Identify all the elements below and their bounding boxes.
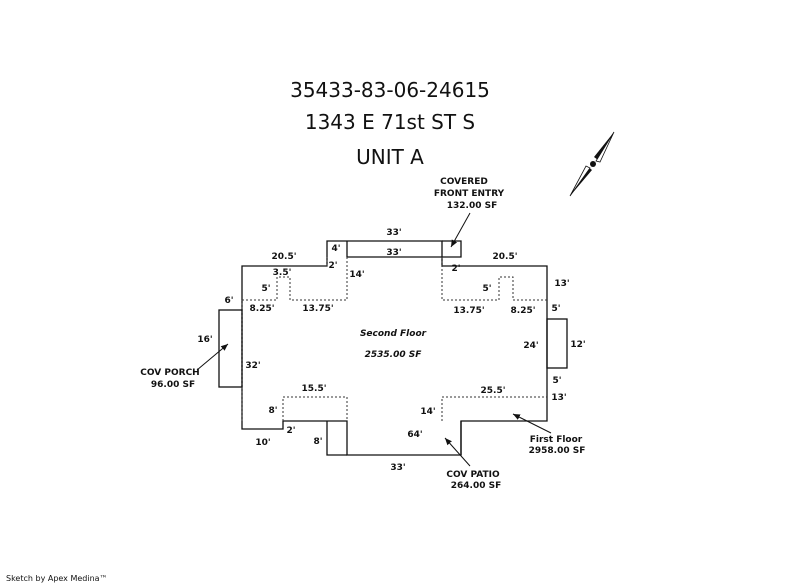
dim-8-25-left: 8.25' [250,304,275,314]
cov-patio-label: COV PATIO [446,470,500,480]
dim-8-left: 8' [268,406,277,416]
dim-6: 6' [224,296,233,306]
first-floor-area: 2958.00 SF [529,446,586,456]
dim-2-tl: 2' [328,261,337,271]
dim-8-25-right: 8.25' [511,306,536,316]
cov-patio-outline [326,421,462,456]
cov-porch-label: COV PORCH [140,368,199,378]
dim-5-right-bottom: 5' [552,376,561,386]
dim-33-bottom: 33' [390,463,405,473]
dim-8-patio: 8' [313,437,322,447]
dim-33-top: 33' [386,228,401,238]
cov-patio-area: 264.00 SF [451,481,502,491]
covered-entry-label-2: FRONT ENTRY [434,189,505,199]
sketch-credit: Sketch by Apex Medina™ [6,574,108,583]
dim-10: 10' [255,438,270,448]
dim-2-bl: 2' [286,426,295,436]
covered-front-entry-outline [346,240,462,258]
dim-64: 64' [407,430,422,440]
dim-14-tl: 14' [349,270,364,280]
dim-24: 24' [523,341,538,351]
address: 1343 E 71st ST S [304,110,476,134]
dim-33-inner: 33' [386,248,401,258]
parcel-id: 35433-83-06-24615 [290,78,490,102]
covered-entry-area: 132.00 SF [447,201,498,211]
second-floor-outline [241,257,547,421]
cov-porch-area: 96.00 SF [151,380,195,390]
unit-label: UNIT A [356,145,424,169]
dim-5-right-top: 5' [551,304,560,314]
dim-4: 4' [331,244,340,254]
dim-16: 16' [197,335,212,345]
covered-entry-label-1: COVERED [440,177,488,187]
second-floor-label: Second Floor [360,329,427,339]
dim-12: 12' [570,340,585,350]
dim-13-br: 13' [551,393,566,403]
first-floor-label: First Floor [530,435,583,445]
dim-14-bottom: 14' [420,407,435,417]
second-floor-area: 2535.00 SF [365,350,423,360]
dim-20-5-left: 20.5' [272,252,297,262]
right-bump-outline [546,318,568,369]
north-arrow-icon [569,131,615,197]
dim-15-5: 15.5' [302,384,327,394]
dim-32: 32' [245,361,260,371]
dim-20-5-right: 20.5' [493,252,518,262]
dim-3-5: 3.5' [273,268,292,278]
dim-13-75-right: 13.75' [453,306,484,316]
dim-25-5: 25.5' [481,386,506,396]
dim-5-right: 5' [482,284,491,294]
dim-13-tr: 13' [554,279,569,289]
dim-5-left: 5' [261,284,270,294]
dim-2-tr: 2' [451,264,460,274]
dim-13-75-left: 13.75' [302,304,333,314]
